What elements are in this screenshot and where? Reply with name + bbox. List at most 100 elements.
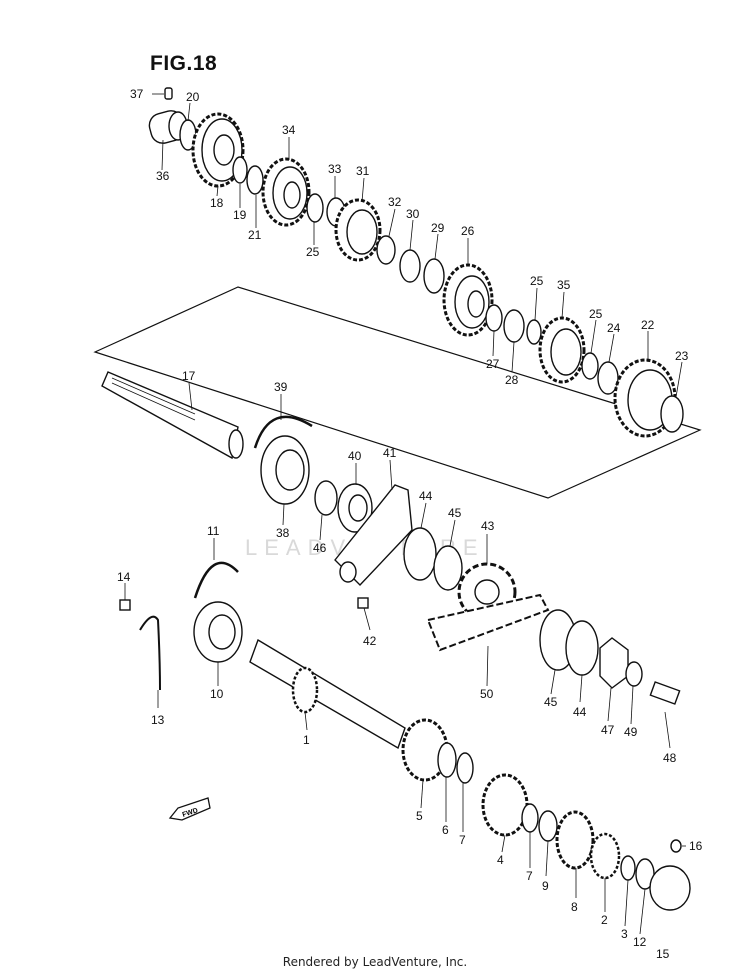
circlip-part-3 [620, 855, 636, 881]
part-number-label: 1 [303, 733, 310, 747]
washer-part-29 [423, 258, 445, 294]
part-number-label: 25 [530, 274, 544, 288]
circlip-part-21 [246, 165, 264, 195]
countershaft-gear-train [148, 87, 684, 438]
part-number-label: 24 [607, 321, 621, 335]
part-number-label: 15 [656, 947, 670, 961]
bush-part-23 [660, 395, 684, 433]
part-number-label: 5 [416, 809, 423, 823]
gear-34-hub [283, 181, 301, 209]
part-number-label: 21 [248, 228, 262, 242]
part-number-label: 11 [207, 524, 220, 538]
part-number-label: 49 [624, 725, 638, 739]
gear-part-2 [589, 832, 621, 880]
part-number-label: 32 [388, 195, 402, 209]
part-number-label: 25 [589, 307, 603, 321]
seal-40-inner [348, 494, 368, 522]
sprocket-43-hub [474, 579, 500, 605]
bearing-10-inner [208, 614, 236, 650]
bolt-part-14 [119, 599, 131, 611]
circlip-part-7-a [456, 752, 474, 784]
chain-part-50 [426, 593, 550, 652]
part-number-label: 29 [431, 221, 445, 235]
part-number-label: 18 [210, 196, 224, 210]
mainshaft-part-1 [249, 638, 406, 750]
fwd-label: FWD [182, 807, 199, 819]
part-number-label: 45 [544, 695, 558, 709]
washer-part-19 [232, 156, 248, 184]
gear-part-4 [481, 773, 529, 837]
washer-part-45-a [433, 545, 463, 591]
gear-35-face [550, 328, 582, 376]
part-number-label: 13 [151, 713, 165, 727]
part-number-label: 6 [442, 823, 449, 837]
pin-part-37 [164, 87, 173, 100]
clip-part-11 [193, 561, 239, 599]
fwd-arrow-icon: FWD [168, 797, 211, 821]
shaft-17-spline-line [111, 377, 196, 415]
part-number-label: 2 [601, 913, 608, 927]
part-number-label: 37 [130, 87, 144, 101]
shaft-17-end [228, 429, 244, 459]
part-number-labels: 37 20 36 18 19 21 34 33 31 25 32 30 29 2… [117, 87, 703, 961]
clip-part-39 [253, 415, 313, 449]
washer-part-6 [437, 742, 457, 778]
part-number-label: 22 [641, 318, 655, 332]
part-number-label: 36 [156, 169, 170, 183]
part-number-label: 46 [313, 541, 327, 555]
part-number-label: 14 [117, 570, 131, 584]
part-number-label: 35 [557, 278, 571, 292]
bolt-part-48 [649, 681, 681, 705]
bearing-38-inner [275, 449, 305, 491]
part-number-label: 39 [274, 380, 288, 394]
shaft-17-body [101, 371, 239, 460]
part-number-label: 8 [571, 900, 578, 914]
shaft-group-outline [93, 286, 702, 499]
washer-part-49 [625, 661, 643, 687]
shaft-17-spline-line [111, 382, 196, 421]
part-number-label: 33 [328, 162, 342, 176]
gear-26-hub [467, 290, 485, 318]
plate-part-13 [139, 615, 161, 691]
part-number-label: 25 [306, 245, 320, 259]
part-number-label: 42 [363, 634, 377, 648]
part-number-label: 28 [505, 373, 519, 387]
part-number-label: 27 [486, 357, 500, 371]
part-number-label: 12 [633, 935, 647, 949]
part-number-label: 10 [210, 687, 224, 701]
figure-title: FIG.18 [150, 52, 218, 75]
part-number-label: 43 [481, 519, 495, 533]
part-number-label: 19 [233, 208, 247, 222]
part-number-label: 9 [542, 879, 549, 893]
part-number-label: 38 [276, 526, 290, 540]
part-number-label: 17 [182, 369, 196, 383]
bush-part-15 [649, 865, 691, 911]
part-number-label: 44 [573, 705, 587, 719]
plate-41-hole [339, 561, 357, 583]
plate-part-41 [334, 484, 413, 587]
footer-credit: Rendered by LeadVenture, Inc. [282, 955, 468, 969]
sprocket-assembly [119, 415, 681, 705]
part-number-label: 40 [348, 449, 362, 463]
gear-part-8 [555, 810, 595, 870]
circlip-part-25-b [526, 319, 542, 345]
gear-18-hub [213, 134, 235, 166]
circlip-part-25-a [306, 193, 324, 223]
part-number-label: 31 [356, 164, 370, 178]
nut-part-47 [599, 637, 629, 689]
bush-part-32 [376, 235, 396, 265]
gear-31-face [346, 209, 378, 255]
pin-part-16 [670, 839, 682, 853]
bolt-part-42 [357, 597, 369, 609]
part-number-label: 23 [675, 349, 689, 363]
mainshaft-1-gear [291, 666, 319, 714]
part-number-label: 7 [459, 833, 466, 847]
part-number-label: 3 [621, 927, 628, 941]
part-number-label: 47 [601, 723, 615, 737]
washer-part-30 [399, 249, 421, 283]
part-number-label: 4 [497, 853, 504, 867]
part-number-label: 50 [480, 687, 494, 701]
part-number-label: 45 [448, 506, 462, 520]
circlip-part-25-c [581, 352, 599, 380]
